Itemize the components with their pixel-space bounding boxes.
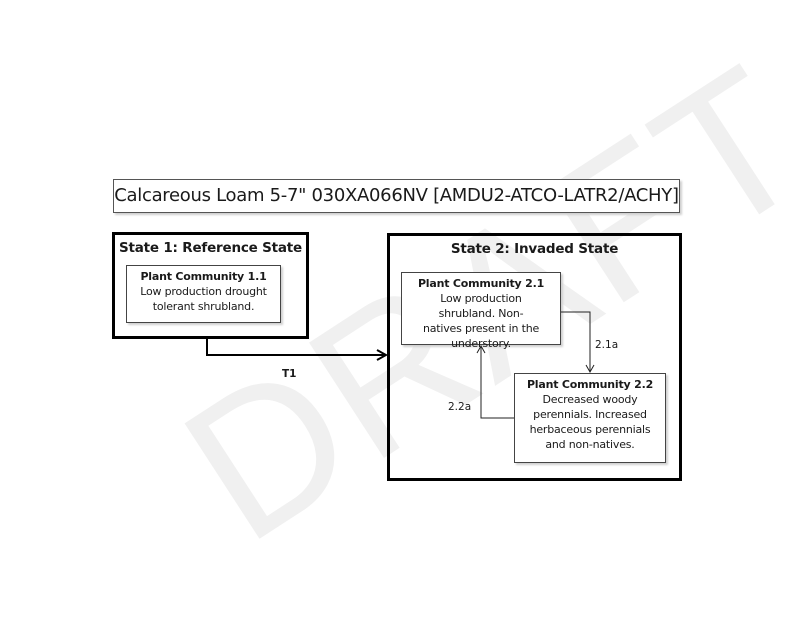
- transition-2-1a-label: 2.1a: [595, 339, 619, 351]
- plant-community-2-2: Plant Community 2.2 Decreased woody pere…: [514, 373, 666, 463]
- transition-2-2a-label: 2.2a: [448, 401, 472, 413]
- plant-community-2-2-title: Plant Community 2.2: [526, 378, 654, 391]
- transition-t1-label: T1: [282, 368, 297, 380]
- diagram-title: Calcareous Loam 5-7" 030XA066NV [AMDU2-A…: [113, 179, 680, 213]
- plant-community-2-2-description: Decreased woody perennials. Increased he…: [529, 393, 651, 451]
- plant-community-1-1-description: Low production drought tolerant shrublan…: [140, 285, 267, 313]
- plant-community-2-1-title: Plant Community 2.1: [417, 277, 545, 290]
- plant-community-1-1: Plant Community 1.1 Low production droug…: [126, 265, 281, 323]
- plant-community-2-1: Plant Community 2.1 Low production shrub…: [401, 272, 561, 350]
- state-2-title: State 2: Invaded State: [450, 241, 619, 257]
- state-1-title: State 1: Reference State: [118, 240, 303, 256]
- plant-community-1-1-title: Plant Community 1.1: [140, 270, 267, 283]
- plant-community-2-1-description: Low production shrubland. Non-natives pr…: [422, 292, 540, 350]
- state-2-box: State 2: Invaded State: [387, 233, 682, 481]
